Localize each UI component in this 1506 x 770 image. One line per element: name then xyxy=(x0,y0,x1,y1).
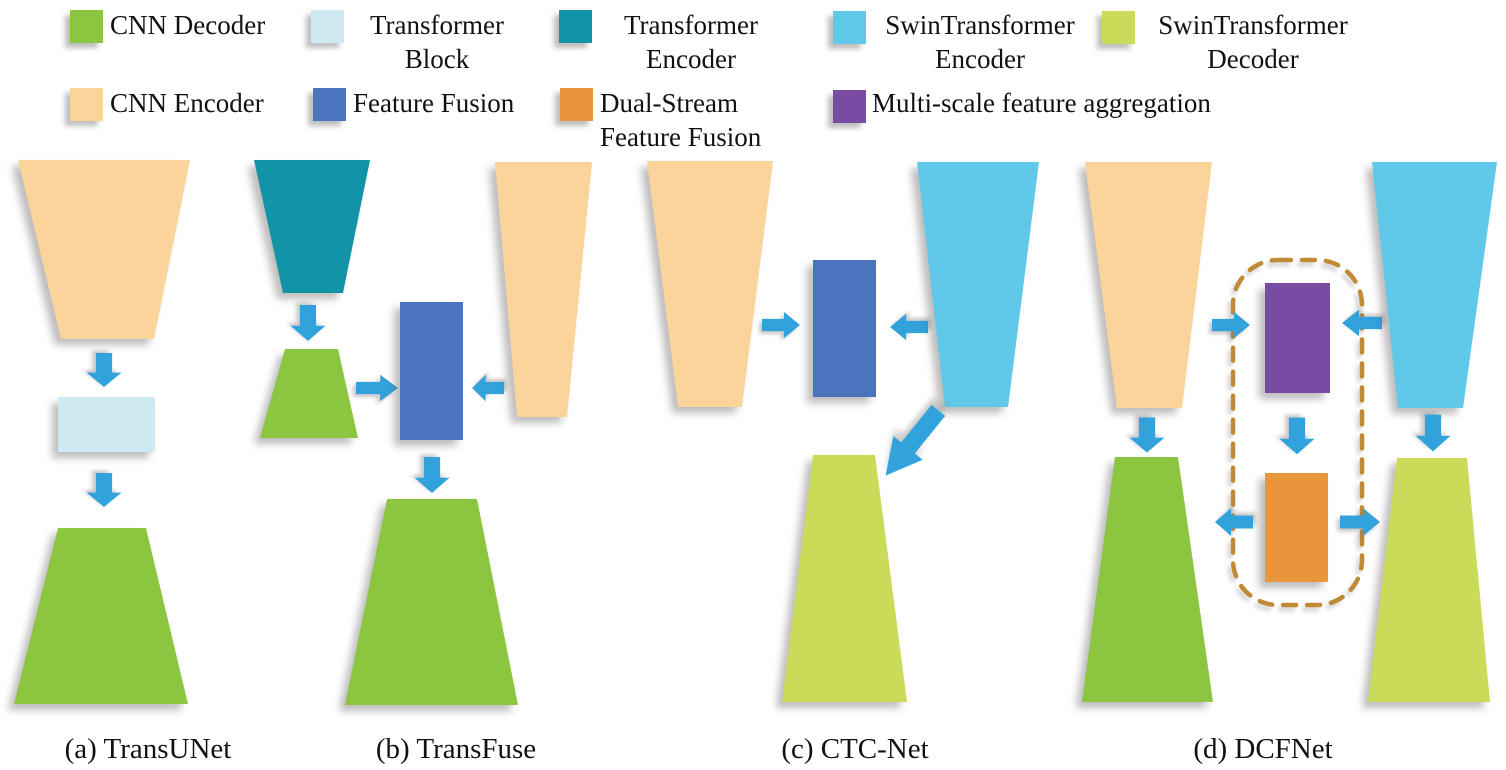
transfuse-down-arrow2-icon xyxy=(414,457,450,493)
legend-label-cnn-decoder: CNN Decoder xyxy=(110,10,266,40)
transunet-cnn-decoder-shape xyxy=(14,528,188,704)
transfuse-left-arrow-icon xyxy=(472,374,504,402)
legend-swatch-swin-decoder xyxy=(1102,11,1135,44)
transfuse-cnn-decoder-shape xyxy=(345,499,518,705)
ctcnet-cnn-encoder-shape xyxy=(647,161,773,407)
legend-swatch-transformer-encoder xyxy=(559,10,592,43)
ctcnet-feature-fusion-shape xyxy=(813,260,876,397)
transfuse-down-arrow-icon xyxy=(290,305,326,341)
diagram-transunet xyxy=(14,160,190,704)
legend-swatch-cnn-encoder xyxy=(70,88,103,121)
dcfnet-swin-decoder-shape xyxy=(1368,458,1490,702)
ctcnet-right-arrow-icon xyxy=(762,311,800,339)
dcfnet-fusion-module-dashed-border xyxy=(1230,257,1365,608)
legend-swatch-cnn-decoder xyxy=(70,10,103,43)
legend-swatch-swin-encoder xyxy=(833,11,866,44)
caption-dcfnet: (d) DCFNet xyxy=(1193,733,1333,765)
legend-label-cnn-encoder: CNN Encoder xyxy=(110,88,264,118)
dcfnet-left-arrow-out-icon xyxy=(1215,508,1253,536)
dcfnet-dual-stream-fusion-shape xyxy=(1265,473,1328,582)
transfuse-cnn-encoder-shape xyxy=(495,162,592,417)
legend-swatch-transformer-block xyxy=(311,10,344,43)
diagram-transfuse xyxy=(254,160,592,705)
legend-label-swin-encoder: SwinTransformer Encoder xyxy=(885,10,1075,74)
transunet-transformer-block-shape xyxy=(58,397,155,452)
ctcnet-diagonal-arrow-icon xyxy=(870,398,954,488)
transunet-down-arrow2-icon xyxy=(86,473,122,507)
caption-transunet: (a) TransUNet xyxy=(64,733,232,765)
legend-label-swin-decoder: SwinTransformer Decoder xyxy=(1158,10,1348,74)
dcfnet-cnn-decoder-shape xyxy=(1082,457,1213,702)
legend-label-multi-scale-aggregation: Multi-scale feature aggregation xyxy=(872,88,1211,118)
ctcnet-left-arrow-icon xyxy=(890,313,928,341)
diagram-ctcnet xyxy=(647,161,1039,702)
transfuse-transformer-encoder-shape xyxy=(254,160,370,293)
caption-transfuse: (b) TransFuse xyxy=(375,733,537,765)
diagram-dcfnet xyxy=(1082,162,1497,702)
legend-label-dual-stream-fusion: Dual-Stream Feature Fusion xyxy=(600,88,762,152)
legend-label-feature-fusion: Feature Fusion xyxy=(353,88,515,118)
dcfnet-multi-scale-aggregation-shape xyxy=(1265,283,1330,393)
dcfnet-right-down-arrow-icon xyxy=(1415,414,1451,452)
dcfnet-left-down-arrow-icon xyxy=(1129,417,1165,453)
legend-swatch-dual-stream-fusion xyxy=(560,88,593,121)
dcfnet-middle-down-arrow-icon xyxy=(1279,417,1315,455)
legend-label-transformer-encoder: Transformer Encoder xyxy=(624,10,758,74)
transfuse-small-cnn-decoder-shape xyxy=(260,349,358,438)
transunet-cnn-encoder-shape xyxy=(18,160,190,339)
legend-swatch-multi-scale-aggregation xyxy=(833,90,866,123)
dcfnet-cnn-encoder-shape xyxy=(1085,162,1212,408)
legend-label-transformer-block: Transformer Block xyxy=(370,10,504,74)
transfuse-right-arrow-icon xyxy=(356,374,398,402)
ctcnet-swin-decoder-shape xyxy=(782,455,907,702)
legend-swatch-feature-fusion xyxy=(313,88,346,121)
transunet-down-arrow-icon xyxy=(86,353,122,387)
ctcnet-swin-encoder-shape xyxy=(917,162,1039,407)
dcfnet-swin-encoder-shape xyxy=(1372,162,1497,408)
caption-ctcnet: (c) CTC-Net xyxy=(781,733,929,765)
transfuse-feature-fusion-shape xyxy=(400,302,463,440)
